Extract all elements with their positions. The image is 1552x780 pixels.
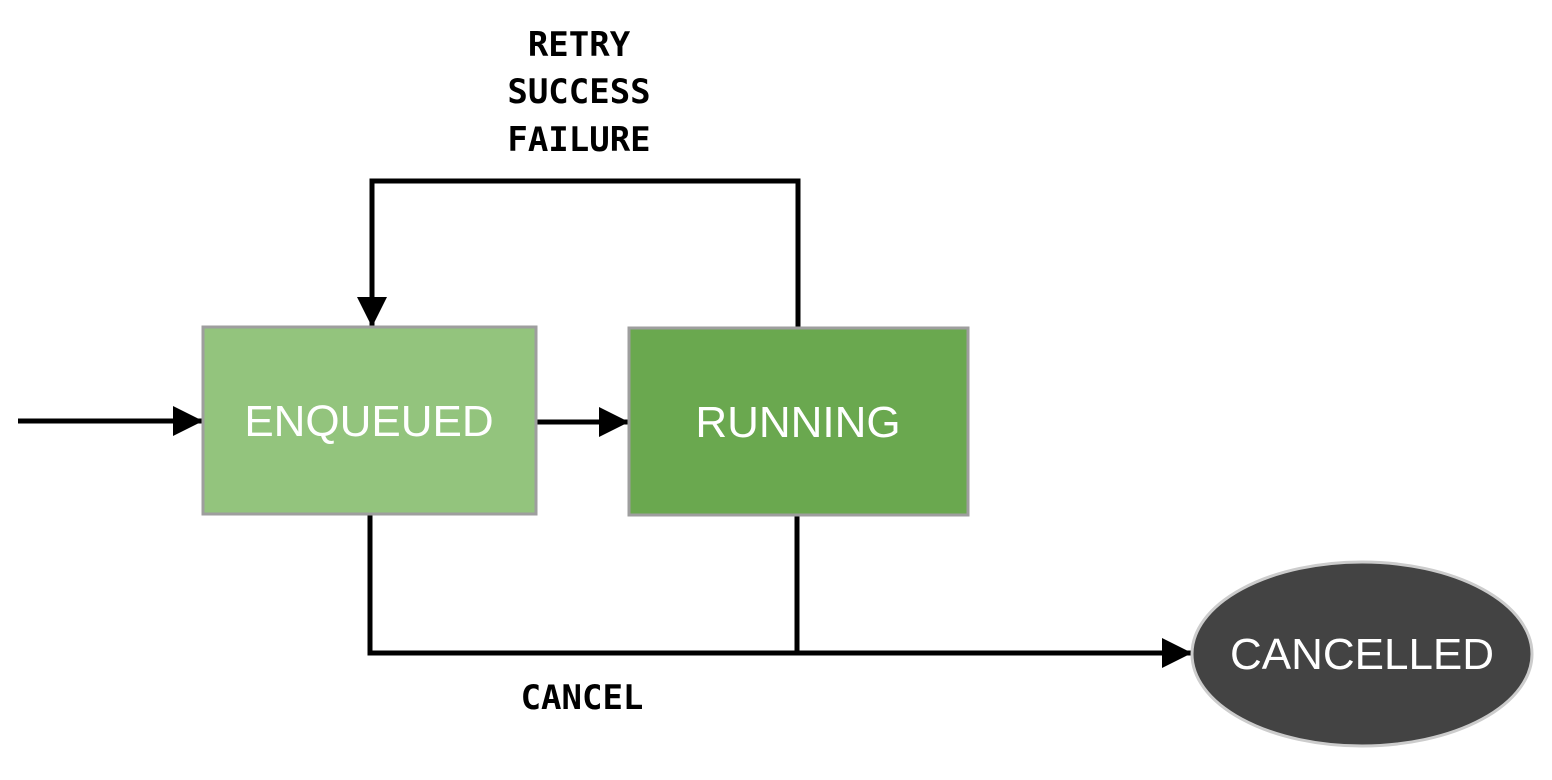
state-running: RUNNING — [627, 326, 970, 517]
edge-label-retry: RETRY — [528, 25, 631, 65]
state-running-label: RUNNING — [695, 398, 900, 447]
edge-label-failure: FAILURE — [507, 120, 650, 160]
state-cancelled-label: CANCELLED — [1230, 630, 1494, 679]
edge-running-to-enqueued-loop — [357, 178, 801, 328]
state-cancelled: CANCELLED — [1190, 560, 1534, 748]
state-enqueued-box — [201, 325, 538, 516]
state-enqueued: ENQUEUED — [201, 325, 538, 516]
state-running-box — [627, 326, 970, 517]
edge-enqueued-to-cancelled — [367, 513, 1192, 668]
edge-label-cancel: CANCEL — [521, 678, 644, 718]
edge-label-success: SUCCESS — [507, 72, 650, 112]
state-enqueued-label: ENQUEUED — [244, 397, 493, 446]
state-cancelled-shape — [1190, 560, 1534, 748]
